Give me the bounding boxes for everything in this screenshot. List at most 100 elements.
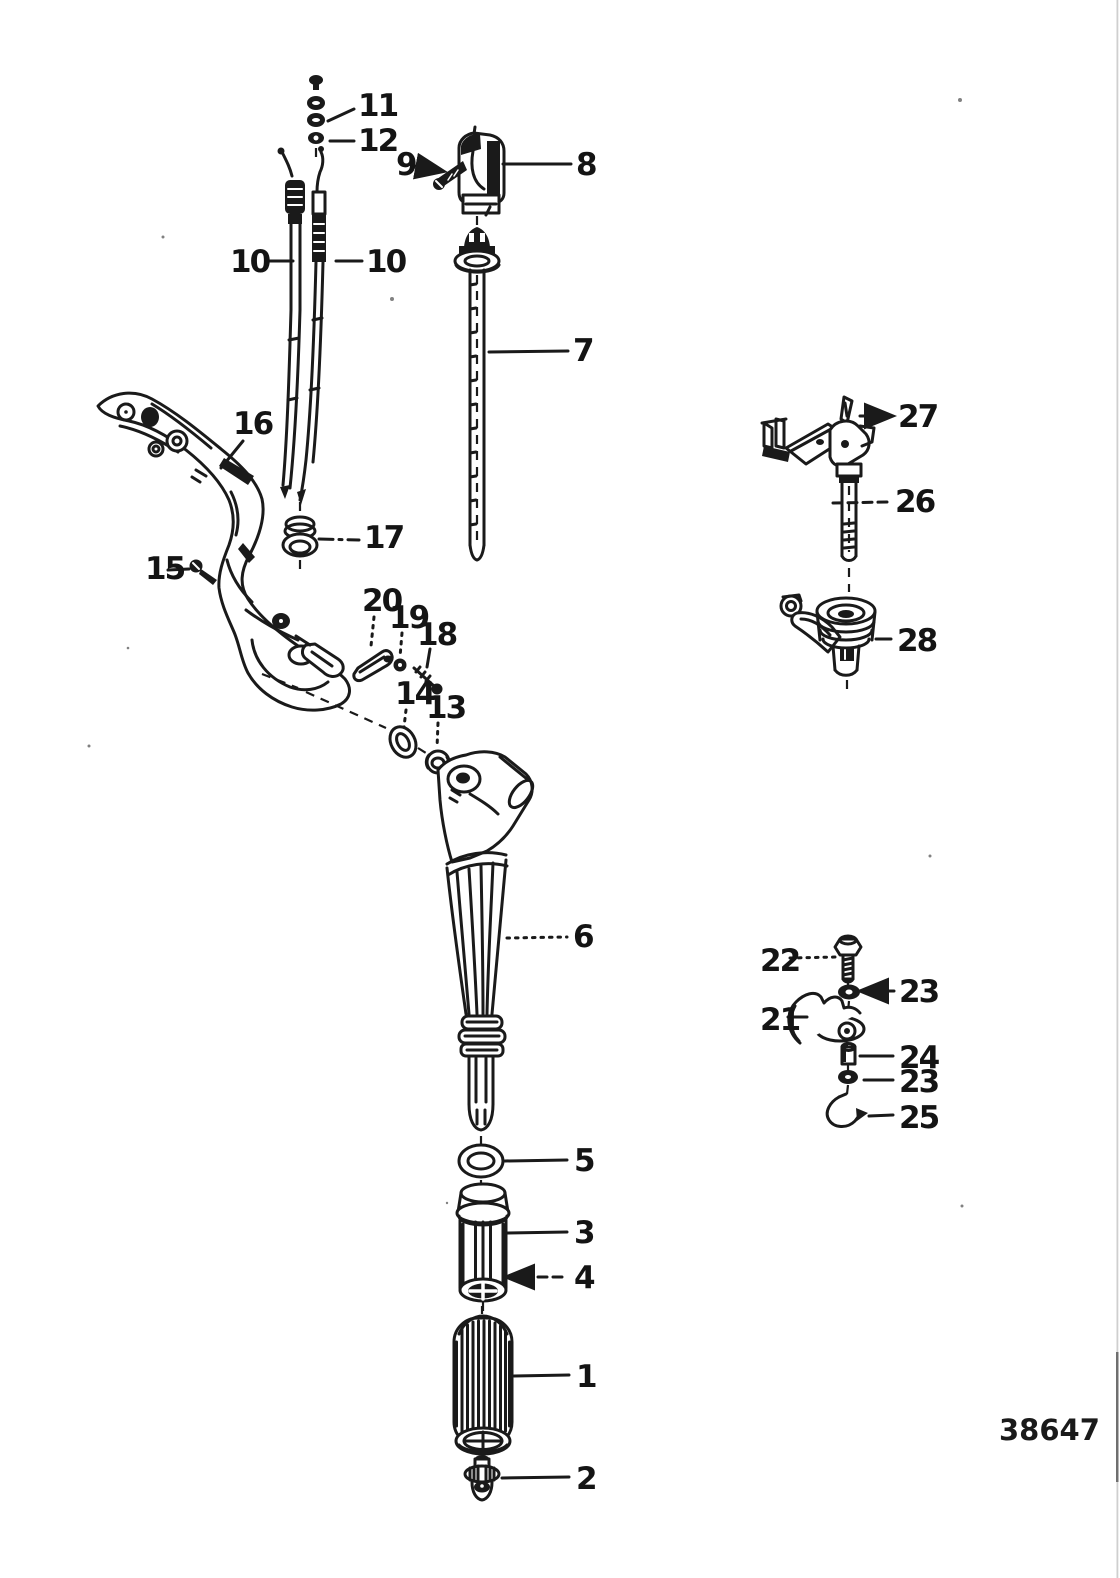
callout-leader <box>166 567 191 572</box>
callout-26: 26 <box>831 484 937 520</box>
callout-7: 7 <box>487 333 595 369</box>
part-21-cam-lever <box>787 991 866 1045</box>
part-11-12-fastener-stack <box>307 75 325 164</box>
part-1-grip <box>452 1306 514 1466</box>
callout-11: 11 <box>326 88 400 124</box>
callout-label: 2 <box>576 1461 596 1497</box>
callout-leader <box>398 631 404 659</box>
drawing-number: 38647 <box>999 1413 1100 1447</box>
callout-label: 10 <box>366 244 407 280</box>
callout-leader <box>326 107 356 123</box>
callout-leader <box>435 721 440 750</box>
callout-22: 22 <box>760 943 838 979</box>
callout-label: 12 <box>358 123 397 159</box>
part-18-bolt <box>412 665 443 695</box>
callout-label: 21 <box>760 1002 800 1038</box>
callout-label: 5 <box>574 1143 594 1179</box>
part-24-spacer <box>840 1042 857 1066</box>
part-20-pin-lever <box>352 649 394 683</box>
callout-label: 16 <box>233 406 273 442</box>
callout-label: 9 <box>396 147 416 183</box>
callout-label: 3 <box>574 1215 594 1251</box>
part-27-pin <box>839 395 854 425</box>
part-25-clip <box>825 1092 868 1128</box>
callout-leader <box>425 647 432 669</box>
callout-label: 23 <box>899 1064 939 1100</box>
callout-leader <box>503 1158 569 1163</box>
callout-label: 28 <box>897 623 937 659</box>
callout-27: 27 <box>858 399 940 435</box>
callout-23: 23 <box>856 974 941 1010</box>
part-7-shaft <box>453 205 501 562</box>
part-28-crank <box>779 593 877 694</box>
part-6-handle-arm <box>436 750 535 1150</box>
part-14-washer <box>388 725 418 759</box>
callout-leader <box>369 615 376 648</box>
callout-label: 22 <box>760 943 799 979</box>
callout-label: 15 <box>145 551 185 587</box>
exploded-view-artwork <box>87 0 1119 1578</box>
callout-leader <box>500 1475 571 1480</box>
callout-leader <box>219 439 245 470</box>
callout-leader <box>412 152 448 180</box>
part-8-latch-and-part-9-screw <box>433 125 506 225</box>
callout-label: 13 <box>426 690 466 726</box>
callout-label: 8 <box>576 147 596 183</box>
callout-label: 18 <box>417 617 457 653</box>
callout-23: 23 <box>862 1064 941 1100</box>
callout-label: 6 <box>573 919 593 955</box>
part-2-cap <box>463 1455 501 1502</box>
callout-label: 17 <box>364 520 404 556</box>
part-19-nut <box>393 658 407 672</box>
callout-label: 20 <box>362 583 403 619</box>
callout-leader <box>788 955 838 960</box>
callout-12: 12 <box>328 123 399 159</box>
callout-24: 24 <box>858 1040 942 1076</box>
part-17-bushing <box>281 515 319 558</box>
callout-8: 8 <box>501 147 598 183</box>
callout-20: 20 <box>362 583 405 648</box>
callout-leader <box>867 1113 895 1118</box>
callout-label: 27 <box>898 399 938 435</box>
callout-leader <box>831 500 890 505</box>
callout-21: 21 <box>760 1002 809 1038</box>
callout-label: 14 <box>395 676 436 712</box>
callout-3: 3 <box>505 1215 596 1251</box>
callout-15: 15 <box>145 551 191 587</box>
part-26-shaft-assembly <box>760 417 876 592</box>
callout-leader <box>505 935 569 940</box>
callout-28: 28 <box>874 623 939 659</box>
callout-label: 11 <box>358 88 398 124</box>
callout-label: 19 <box>389 600 429 636</box>
part-10-cables <box>277 146 327 517</box>
part-5-oring <box>457 1143 505 1188</box>
callout-6: 6 <box>505 919 595 955</box>
callout-13: 13 <box>426 690 468 750</box>
part-15-screw <box>189 559 217 585</box>
callout-18: 18 <box>417 617 459 669</box>
callout-4: 4 <box>502 1260 597 1296</box>
callout-label: 1 <box>576 1359 596 1395</box>
scan-border-right-dark <box>1116 1352 1119 1482</box>
part-22-bolt <box>833 934 863 988</box>
part-3-sleeve-and-part-4-insert <box>455 1182 511 1312</box>
callout-25: 25 <box>867 1100 941 1136</box>
callout-5: 5 <box>503 1143 596 1179</box>
callout-10: 10 <box>334 244 409 280</box>
callout-label: 26 <box>895 484 935 520</box>
callout-label: 24 <box>899 1040 940 1076</box>
callout-leader <box>402 708 408 729</box>
callout-16: 16 <box>219 406 275 470</box>
callout-label: 25 <box>899 1100 939 1136</box>
callout-14: 14 <box>395 676 438 729</box>
callout-19: 19 <box>389 600 431 659</box>
callout-9: 9 <box>396 147 448 183</box>
callout-leader <box>317 537 361 542</box>
callout-label: 7 <box>573 333 593 369</box>
callout-10: 10 <box>230 244 295 280</box>
callout-label: 4 <box>574 1260 595 1296</box>
part-16-bracket <box>96 391 351 712</box>
